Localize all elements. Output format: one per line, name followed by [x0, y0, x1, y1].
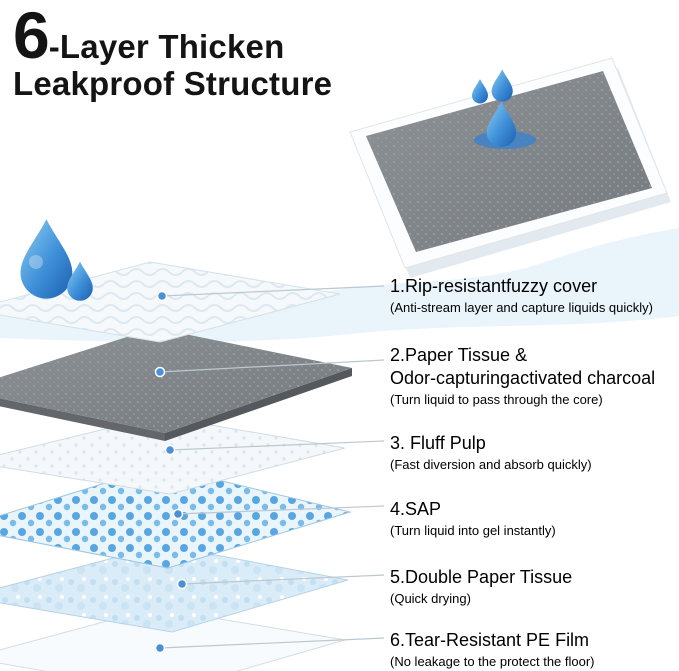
label-layer-5: 5.Double Paper Tissue (Quick drying)	[390, 566, 679, 608]
page-title: 6 -Layer Thicken Leakproof Structure	[13, 2, 332, 103]
leader-line-6	[159, 637, 385, 649]
label-layer-4: 4.SAP (Turn liquid into gel instantly)	[390, 498, 679, 540]
left-water-drop-icons	[20, 219, 93, 301]
layer-3-fluff-pulp	[0, 415, 346, 495]
leader-dot-6	[154, 642, 166, 654]
layer-2-subtitle: (Turn liquid to pass through the core)	[390, 392, 603, 408]
layer-1-heading: 1.Rip-resistantfuzzy cover	[390, 276, 598, 296]
leader-line-4	[177, 505, 385, 515]
pad-top-view-icon	[349, 57, 671, 278]
leader-dot-4	[172, 508, 184, 520]
layer-6-subtitle: (No leakage to the protect the floor)	[390, 654, 595, 670]
leader-dot-2	[154, 366, 166, 378]
layer-4-subtitle: (Turn liquid into gel instantly)	[390, 523, 556, 539]
pad-water-drop-icons	[472, 69, 536, 149]
layer-5-double-paper-tissue	[0, 544, 349, 633]
water-drop-icon	[20, 219, 73, 299]
layer-6-heading: 6.Tear-Resistant PE Film	[390, 630, 590, 650]
leader-dot-3	[164, 444, 176, 456]
leader-line-3	[169, 440, 385, 451]
layer-5-subtitle: (Quick drying)	[390, 591, 471, 607]
label-layer-6: 6.Tear-Resistant PE Film (No leakage to …	[390, 629, 679, 671]
title-line1-rest: -Layer Thicken	[48, 28, 285, 65]
label-layer-3: 3. Fluff Pulp (Fast diversion and absorb…	[390, 432, 679, 474]
leader-dot-1	[156, 290, 168, 302]
layer-2-charcoal-tissue	[0, 328, 352, 441]
layer-5-heading: 5.Double Paper Tissue	[390, 567, 573, 587]
leader-lines	[159, 285, 385, 649]
layer-2-heading-line2: Odor-capturingactivated charcoal	[390, 368, 656, 389]
layer-3-subtitle: (Fast diversion and absorb quickly)	[390, 457, 592, 473]
label-layer-2: 2.Paper Tissue & Odor-capturingactivated…	[390, 344, 679, 409]
water-drop-icon	[472, 79, 488, 104]
leader-dots	[154, 290, 188, 654]
leader-line-1	[161, 285, 385, 297]
title-number: 6	[13, 0, 50, 72]
label-layer-1: 1.Rip-resistantfuzzy cover (Anti-stream …	[390, 275, 679, 317]
water-drop-icon	[491, 69, 513, 102]
leader-line-5	[181, 574, 385, 585]
leader-dot-5	[176, 578, 188, 590]
title-line-1: 6 -Layer Thicken	[13, 2, 332, 68]
leader-line-2	[159, 359, 385, 373]
layer-1-subtitle: (Anti-stream layer and capture liquids q…	[390, 300, 653, 316]
layer-4-heading: 4.SAP	[390, 499, 442, 519]
layer-2-heading: 2.Paper Tissue &	[390, 345, 528, 365]
title-line-2: Leakproof Structure	[13, 65, 333, 102]
layer-3-heading: 3. Fluff Pulp	[390, 433, 486, 453]
